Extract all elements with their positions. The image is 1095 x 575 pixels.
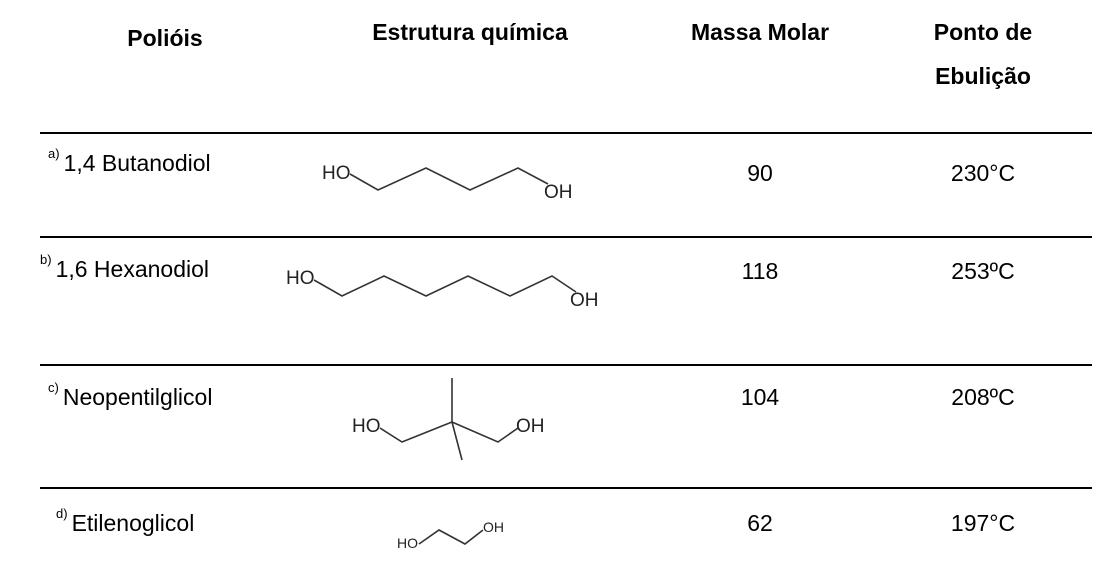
row-d-label: d) (56, 506, 68, 521)
ethyleneglycol-structure: HO OH (397, 519, 504, 551)
row-a-oh: OH (544, 182, 573, 203)
row-d-oh: OH (483, 519, 504, 535)
polyols-table: Polióis Estrutura química Massa Molar Po… (40, 0, 1095, 575)
row-c-name: c)Neopentilglicol (48, 380, 213, 411)
header-boiling-line1: Ponto de (933, 19, 1033, 45)
row-d-boiling: 197°C (950, 510, 1016, 536)
header-structure: Estrutura química (372, 19, 568, 45)
row-d-mass: 62 (747, 510, 773, 536)
header-boiling-line2: Ebulição (935, 63, 1031, 89)
row-a-boiling: 230°C (950, 160, 1016, 186)
row-c-oh: OH (516, 416, 545, 437)
hexanediol-structure: HO OH (286, 268, 599, 311)
row-c-polyol-name: Neopentilglicol (62, 384, 213, 410)
row-d-ho: HO (397, 535, 418, 551)
row-d-name: d)Etilenoglicol (56, 506, 195, 537)
row-a-rule (40, 236, 1092, 238)
row-c-ho: HO (352, 416, 381, 437)
header-boiling-point: Ponto de Ebulição (898, 14, 1068, 94)
row-b-ho: HO (286, 268, 315, 289)
row-a-ho: HO (322, 163, 351, 184)
row-d-polyol-name: Etilenoglicol (71, 510, 195, 536)
header-rule (40, 132, 1092, 134)
butanediol-structure: HO OH (322, 163, 573, 203)
row-b-rule (40, 364, 1092, 366)
row-b-polyol-name: 1,6 Hexanodiol (55, 256, 210, 282)
row-b-label: b) (40, 252, 52, 267)
header-molar-mass: Massa Molar (690, 19, 830, 45)
row-c-boiling: 208ºC (951, 384, 1015, 410)
neopentylglycol-structure: HO OH (352, 378, 545, 461)
row-b-oh: OH (570, 290, 599, 311)
row-a-polyol-name: 1,4 Butanodiol (63, 150, 211, 176)
row-a-name: a)1,4 Butanodiol (48, 146, 211, 177)
row-b-boiling: 253ºC (951, 258, 1015, 284)
row-c-rule (40, 487, 1092, 489)
row-a-mass: 90 (747, 160, 773, 186)
row-a-label: a) (48, 146, 60, 161)
row-c-mass: 104 (740, 384, 780, 410)
row-c-label: c) (48, 380, 59, 395)
header-polyols: Polióis (127, 25, 203, 51)
row-b-name: b)1,6 Hexanodiol (40, 252, 210, 283)
row-b-mass: 118 (741, 258, 779, 284)
